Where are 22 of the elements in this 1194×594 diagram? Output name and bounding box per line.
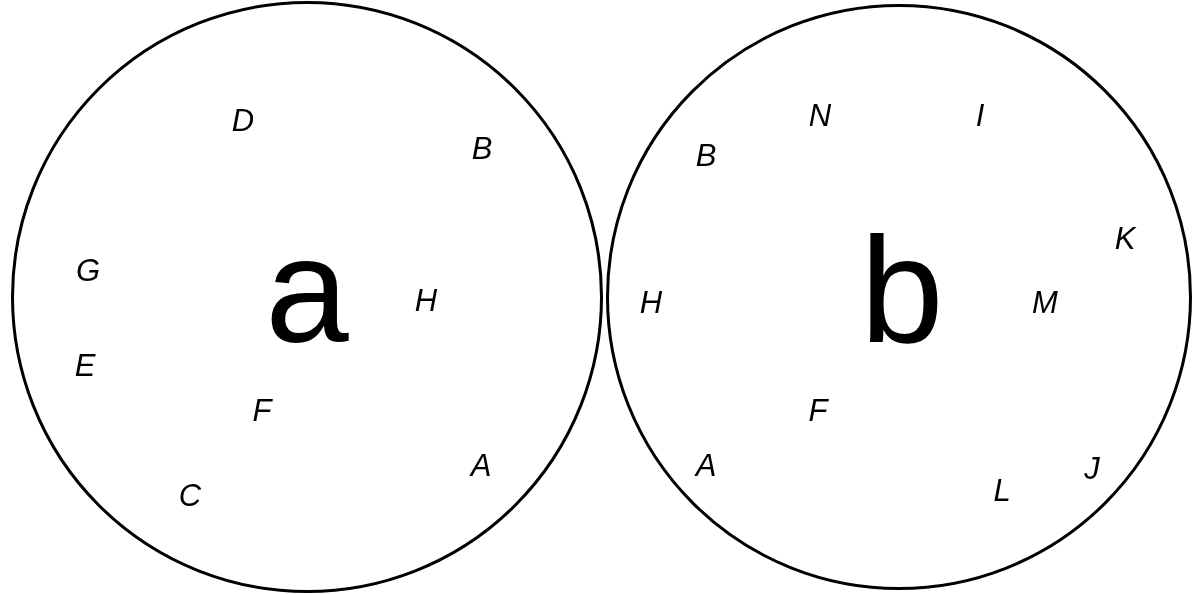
element-letter: D — [231, 104, 255, 136]
element-letter: H — [414, 284, 438, 316]
element-letter: L — [993, 474, 1011, 506]
element-letter: B — [695, 139, 717, 171]
element-letter: F — [808, 394, 828, 426]
element-letter: I — [975, 99, 985, 131]
set-name: a — [265, 215, 349, 365]
set-circle — [11, 1, 603, 593]
set-circle — [606, 4, 1192, 590]
element-letter: J — [1084, 452, 1100, 484]
element-letter: G — [75, 254, 101, 286]
element-letter: A — [695, 449, 717, 481]
element-letter: C — [178, 479, 202, 511]
element-letter: K — [1114, 222, 1136, 254]
element-letter: B — [471, 132, 493, 164]
element-letter: H — [639, 286, 663, 318]
element-letter: M — [1032, 286, 1058, 318]
set-name: b — [860, 215, 944, 365]
element-letter: A — [470, 449, 492, 481]
element-letter: F — [252, 394, 272, 426]
element-letter: N — [808, 99, 832, 131]
element-letter: E — [74, 349, 96, 381]
